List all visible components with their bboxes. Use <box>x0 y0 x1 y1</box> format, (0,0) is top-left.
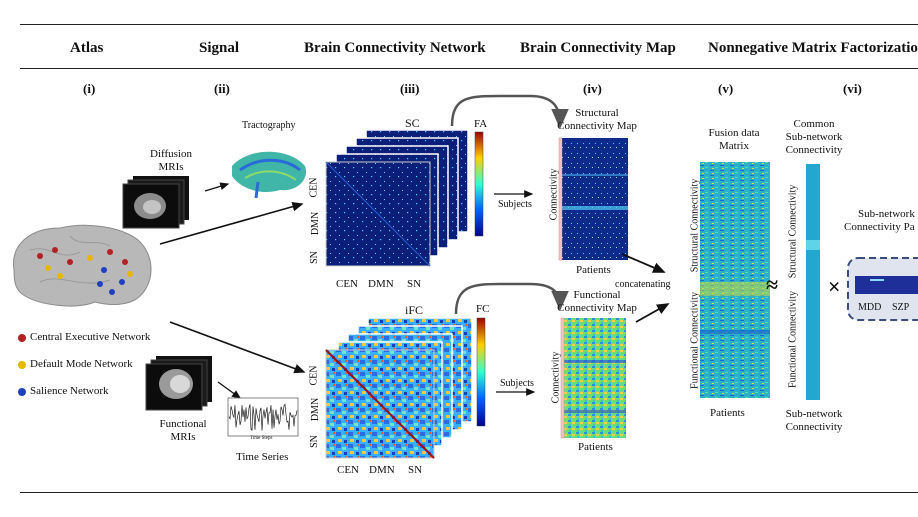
legend-dot-sn <box>18 388 26 396</box>
structural-connectivity-map <box>558 137 628 261</box>
bottom-rule <box>20 492 918 493</box>
fusion-ylabel-functional: Functional Connectivity <box>689 292 701 389</box>
sc-col-label-dmn: DMN <box>368 278 394 290</box>
subnet-conn-label-1: Sub-network <box>785 408 843 420</box>
pattern-highlight <box>870 279 884 281</box>
common-title-1: Common <box>793 118 835 130</box>
subnet-mdd-label: MDD <box>858 302 882 313</box>
header-signal: Signal <box>199 40 240 56</box>
header-atlas: Atlas <box>70 40 104 56</box>
sc-row-label-sn: SN <box>308 251 320 264</box>
brain-atlas-image <box>13 224 152 307</box>
concatenating-label: concatenating <box>615 279 671 290</box>
legend-dot-cen <box>18 334 26 342</box>
diffusion-label: Diffusion <box>150 148 192 160</box>
common-ylabel-functional: Functional Connectivity <box>787 291 799 388</box>
legend-dot-dmn <box>18 361 26 369</box>
arrow-concat-fc <box>635 303 670 323</box>
top-rule <box>20 24 918 25</box>
times-symbol: × <box>828 274 841 299</box>
sc-col-label-cen: CEN <box>336 278 358 290</box>
fusion-patients: Patients <box>710 407 745 419</box>
step-iv: (iv) <box>583 81 602 96</box>
arrow-atlas-fc <box>169 321 306 374</box>
legend-label-sn: Salience Network <box>30 385 109 397</box>
tractography-image <box>232 151 307 199</box>
functional-map-title-1: Functional <box>573 289 621 301</box>
fusion-title-2: Matrix <box>719 140 749 152</box>
functional-label: Functional <box>159 418 207 430</box>
header-brain-connectivity-network: Brain Connectivity Network <box>304 40 486 56</box>
curved-arrow-sc <box>450 94 569 129</box>
arrow-fmri-timeseries <box>217 381 242 399</box>
subnet-szp-label: SZP <box>892 302 910 313</box>
step-v: (v) <box>718 81 734 96</box>
time-series-plot <box>227 397 299 437</box>
approx-symbol: ≈ <box>766 272 779 297</box>
sc-title: SC <box>405 116 420 130</box>
functional-map-ylabel: Connectivity <box>550 351 562 404</box>
common-subnetwork-vector <box>806 164 820 400</box>
diffusion-mri-stack <box>122 176 189 229</box>
functional-connectivity-map <box>560 317 626 439</box>
legend-label-dmn: Default Mode Network <box>30 358 133 370</box>
functional-mris-label: MRIs <box>170 431 196 443</box>
fc-row-label-dmn: DMN <box>310 397 322 422</box>
structural-map-ylabel: Connectivity <box>548 168 560 221</box>
common-vector-highlight <box>806 240 820 250</box>
fc-col-label-sn: SN <box>408 464 423 476</box>
tractography-label: Tractography <box>242 120 296 131</box>
fc-colorbar <box>476 317 486 427</box>
step-ii: (ii) <box>214 81 230 96</box>
fc-label: FC <box>476 303 490 315</box>
ifc-title: iFC <box>405 303 424 317</box>
subnet-pattern-title-1: Sub-network <box>858 208 915 220</box>
curved-arrow-fc <box>454 282 569 315</box>
header-rule <box>20 68 918 69</box>
fc-col-label-dmn: DMN <box>369 464 395 476</box>
step-i: (i) <box>83 81 96 96</box>
fc-col-label-cen: CEN <box>337 464 359 476</box>
sc-col-label-sn: SN <box>407 278 422 290</box>
functional-map-patients: Patients <box>578 441 613 453</box>
structural-map-patients: Patients <box>576 264 611 276</box>
header-nmf: Nonnegative Matrix Factorization <box>708 40 918 56</box>
arrow-atlas-sc <box>159 201 304 245</box>
common-title-3: Connectivity <box>785 144 843 156</box>
fusion-data-matrix <box>700 162 770 398</box>
legend-label-cen: Central Executive Network <box>30 331 151 343</box>
functional-mri-stack <box>145 356 212 411</box>
step-iii: (iii) <box>400 81 420 96</box>
subjects-label-sc: Subjects <box>498 199 532 210</box>
arrow-diffusion-tractography <box>204 182 230 192</box>
subjects-label-fc: Subjects <box>500 378 534 389</box>
diffusion-mris-label: MRIs <box>158 161 184 173</box>
structural-map-title-2: Connectivity Map <box>557 120 637 132</box>
subnet-pattern-title-2: Connectivity Pa <box>844 221 915 233</box>
common-title-2: Sub-network <box>785 131 843 143</box>
header-brain-connectivity-map: Brain Connectivity Map <box>520 40 676 56</box>
structural-map-title-1: Structural <box>575 107 619 119</box>
sc-row-label-cen: CEN <box>308 177 320 198</box>
fc-row-label-cen: CEN <box>308 365 320 386</box>
time-steps-label: Time Steps <box>250 436 273 441</box>
fusion-ylabel-structural: Structural Connectivity <box>689 178 701 273</box>
subnet-conn-label-2: Connectivity <box>785 421 843 433</box>
fa-label: FA <box>474 118 488 130</box>
fc-matrix-stack <box>325 317 473 459</box>
arrow-concat-sc <box>621 253 666 273</box>
functional-map-title-2: Connectivity Map <box>557 302 637 314</box>
step-vi: (vi) <box>843 81 862 96</box>
time-series-label: Time Series <box>236 451 289 463</box>
subnetwork-pattern-matrix <box>855 276 918 294</box>
fc-row-label-sn: SN <box>308 435 320 448</box>
fa-colorbar <box>474 131 484 237</box>
common-ylabel-structural: Structural Connectivity <box>787 184 799 279</box>
fusion-title-1: Fusion data <box>708 127 760 139</box>
sc-matrix-stack <box>325 129 469 267</box>
sc-row-label-dmn: DMN <box>310 211 322 236</box>
